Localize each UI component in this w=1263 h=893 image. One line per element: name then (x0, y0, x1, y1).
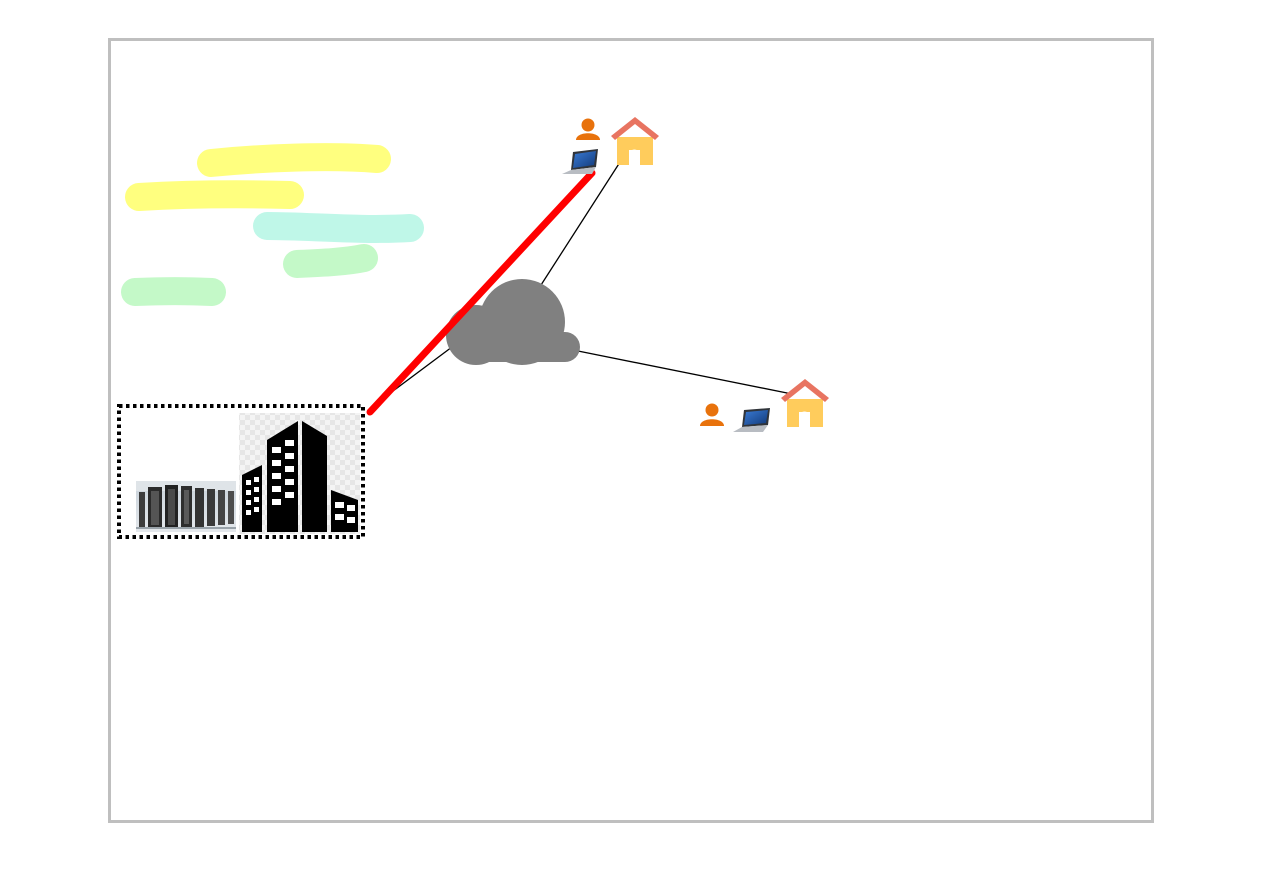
person-icon (576, 118, 600, 140)
laptop-icon (562, 149, 598, 174)
home-user-2 (700, 379, 829, 432)
house-icon (611, 117, 659, 165)
highlighter-stroke (283, 244, 378, 278)
highlighter-stroke (197, 143, 391, 177)
laptop-icon (733, 408, 770, 432)
link-internet-home-2 (577, 350, 793, 395)
highlighter-stroke (125, 180, 304, 211)
house-icon (781, 379, 829, 427)
cloud-icon (446, 279, 580, 365)
server-racks-photo (136, 481, 236, 532)
home-user-1 (562, 117, 659, 174)
highlighter-stroke (121, 277, 226, 306)
highlighter-strokes (121, 143, 424, 306)
person-icon (700, 403, 724, 426)
highlighter-stroke (253, 212, 424, 243)
office-datacenter-group (117, 404, 365, 539)
highlighted-path-office-home-1 (366, 169, 596, 416)
office-group-border (117, 404, 365, 539)
link-internet-home-1 (540, 158, 623, 286)
office-building-icon (239, 413, 360, 534)
